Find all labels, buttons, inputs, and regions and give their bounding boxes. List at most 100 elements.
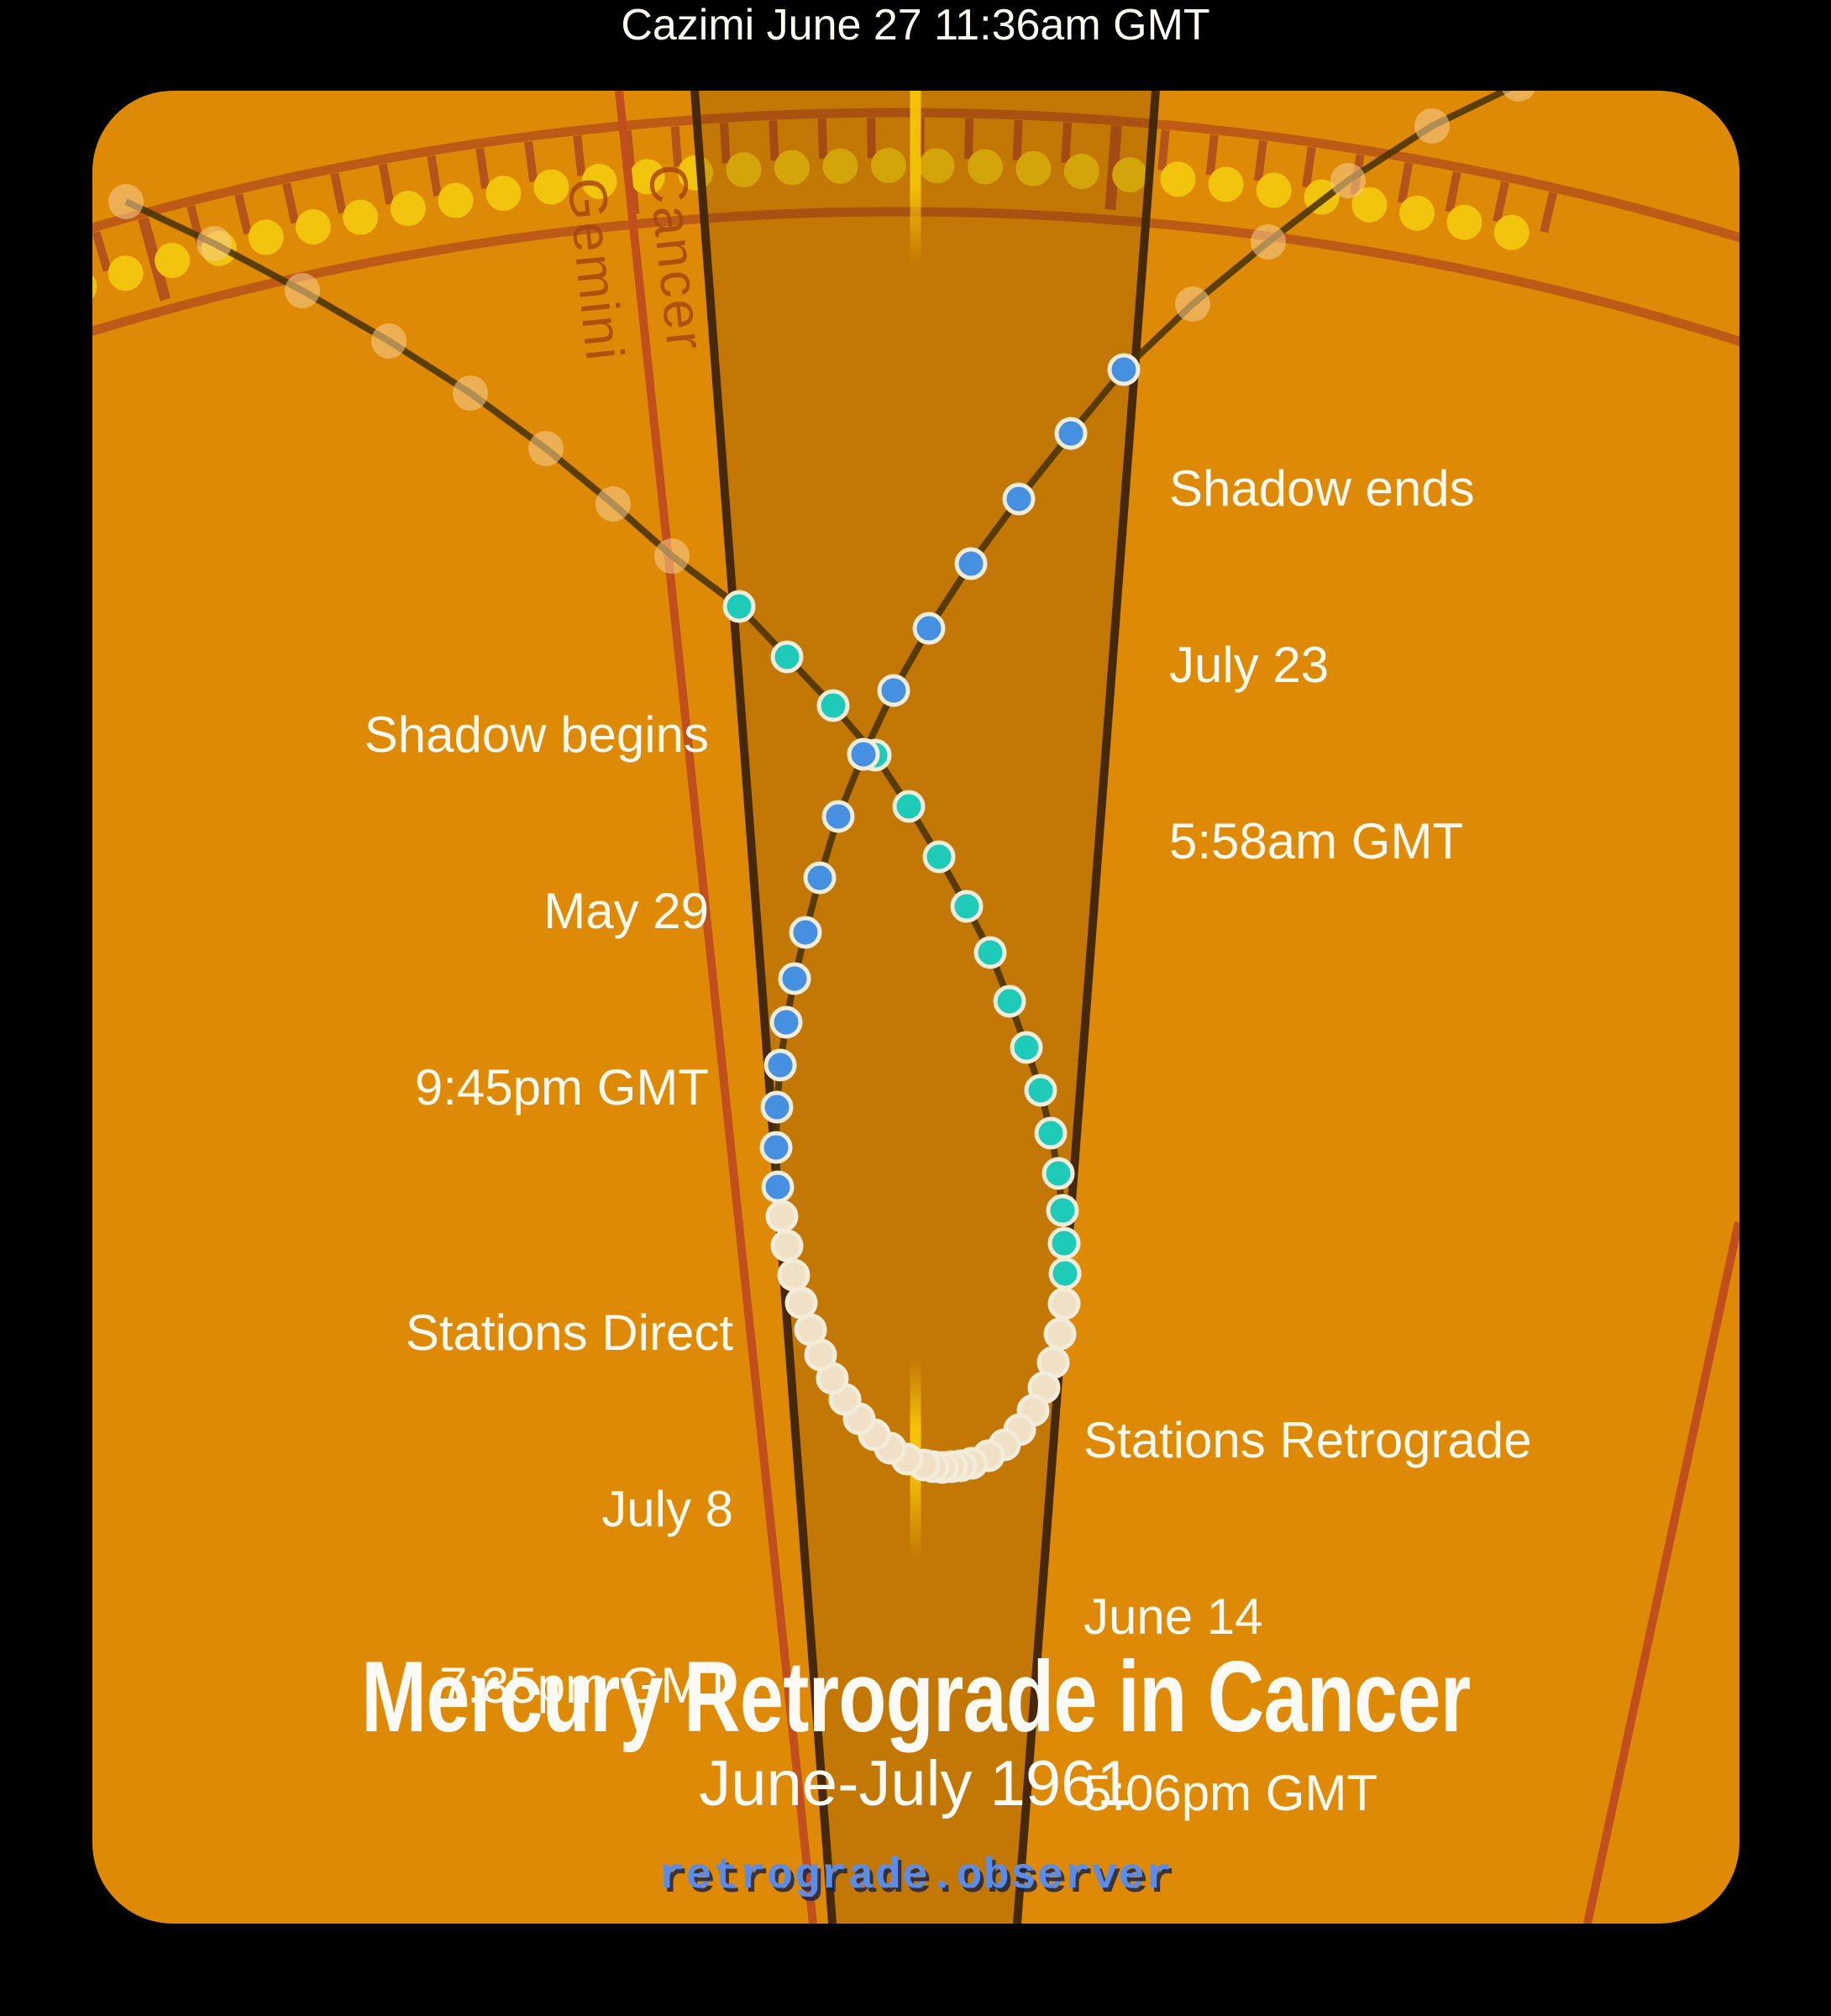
faded-path-dot — [197, 226, 232, 261]
mercury-path-dot — [1034, 1116, 1068, 1150]
zodiac-degree-dot — [390, 191, 426, 227]
mercury-path-dot — [1047, 1287, 1081, 1320]
degree-tick — [1397, 162, 1414, 204]
mercury-path-dot — [993, 984, 1026, 1018]
mercury-path-dot — [1054, 417, 1088, 450]
zodiac-degree-dot — [0, 299, 5, 334]
mercury-path-dot — [821, 800, 855, 833]
degree-tick — [817, 118, 828, 160]
degree-tick — [719, 123, 731, 164]
mercury-path-dot — [759, 1131, 793, 1164]
mercury-path-dot — [770, 1229, 804, 1263]
mercury-path-dot — [778, 962, 811, 995]
mercury-path-dot — [1107, 353, 1141, 386]
degree-tick — [1157, 129, 1170, 171]
zodiac-degree-dot — [967, 149, 1003, 185]
shadow-zone-left-edge — [690, 91, 837, 1924]
sun-degree-line-top — [910, 91, 921, 265]
degree-tick — [524, 140, 538, 182]
series-direct_post_retrograde_blue — [759, 353, 1141, 1204]
stations-retrograde-label: Stations Retrograde June 14 5:06pm GMT — [1083, 1294, 1532, 1940]
zodiac-degree-dot — [726, 152, 762, 188]
series-retrograde_cream — [765, 1200, 1081, 1484]
mercury-path-dot — [1010, 1031, 1043, 1064]
card-background — [92, 91, 1739, 1924]
degree-tick — [670, 126, 683, 167]
zodiac-degree-dot — [581, 163, 617, 199]
mercury-path-dot — [954, 547, 988, 580]
zodiac-degree-dot — [629, 159, 665, 195]
faded-path-dot — [1175, 286, 1210, 322]
shadow-begins-time: 9:45pm GMT — [414, 1059, 709, 1116]
zodiac-outer-arc — [92, 108, 1739, 1924]
zodiac-degree-dot — [155, 243, 191, 279]
zodiac-degree-dot — [1493, 214, 1529, 250]
faded-path-dot — [1414, 108, 1450, 144]
degree-tick — [1253, 139, 1267, 181]
mercury-path-dot — [784, 1286, 818, 1320]
faded-path-dot — [1330, 163, 1366, 198]
degree-tick — [330, 172, 347, 214]
faded-path-dot — [528, 431, 564, 466]
mercury-path-dot — [950, 890, 984, 923]
shadow-begins-date: May 29 — [543, 883, 709, 939]
degree-tick — [1205, 134, 1219, 176]
zodiac-degree-dot — [870, 148, 906, 184]
zodiac-degree-dot — [1351, 186, 1388, 223]
mercury-path-dot — [922, 840, 956, 874]
faded-path-dot — [285, 273, 320, 308]
degree-tick — [964, 118, 974, 160]
degree-tick — [1540, 192, 1557, 234]
zodiac-degree-dot — [1399, 195, 1435, 231]
shadow-ends-label: Shadow ends July 23 5:58am GMT — [1169, 342, 1475, 989]
degree-tick — [573, 134, 586, 176]
zodiac-degree-dot — [16, 284, 51, 319]
mercury-path-dot — [1047, 1226, 1081, 1260]
mercury-path-dot — [1046, 1194, 1079, 1227]
stations-direct-title: Stations Direct — [405, 1305, 733, 1361]
degree-tick — [378, 163, 395, 205]
degree-tick — [282, 182, 300, 224]
mercury-path-dot — [722, 590, 756, 623]
degree-tick — [427, 155, 443, 197]
zodiac-degree-dot — [1063, 153, 1099, 189]
shadow-zone-right-edge — [1013, 91, 1160, 1924]
mercury-path-dot — [777, 1258, 811, 1292]
degree-tick — [1493, 181, 1509, 223]
stations-retrograde-date: June 14 — [1083, 1588, 1263, 1645]
mercury-path-dot — [789, 916, 822, 949]
degree-tick — [92, 230, 112, 272]
zodiac-degree-dot — [438, 182, 474, 218]
mercury-path-dot — [1041, 1157, 1075, 1190]
zodiac-degree-dot — [108, 255, 144, 291]
degree-tick — [3, 261, 15, 300]
degree-tick-major — [138, 217, 171, 302]
zodiac-degree-dot — [485, 176, 522, 212]
mercury-path-dot — [761, 1170, 795, 1204]
page-title: Mercury Retrograde in Cancer — [360, 1641, 1471, 1753]
shadow-ends-title: Shadow ends — [1169, 460, 1475, 517]
series-post_shadow_faded — [1175, 91, 1536, 322]
faded-path-dot — [108, 184, 144, 219]
mercury-path-dot — [763, 1048, 797, 1082]
mercury-path-dot — [770, 640, 804, 674]
cancer-leo-cusp-line — [1583, 1221, 1739, 1924]
gemini-cancer-cusp-line — [615, 91, 817, 1924]
series-direct_pre_retrograde_teal — [722, 590, 1082, 1290]
zodiac-degree-dot — [822, 148, 858, 184]
faded-path-dot — [654, 538, 690, 574]
mercury-path-dot — [847, 738, 880, 771]
zodiac-degree-dot — [1015, 150, 1052, 186]
site-logo: retrograde.observer — [658, 1851, 1173, 1901]
faded-path-dot — [1501, 91, 1536, 102]
series-pre_shadow_faded — [108, 184, 690, 574]
shadow-begins-label: Shadow begins May 29 9:45pm GMT — [365, 588, 709, 1235]
cazimi-label: Cazimi June 27 11:36am GMT — [621, 1, 1210, 50]
mercury-path-dot — [1024, 1074, 1057, 1107]
stations-direct-date: July 8 — [601, 1481, 733, 1537]
degree-tick — [1302, 146, 1316, 188]
zodiac-degree-dot — [92, 269, 97, 305]
mercury-path-dot — [765, 1200, 799, 1233]
